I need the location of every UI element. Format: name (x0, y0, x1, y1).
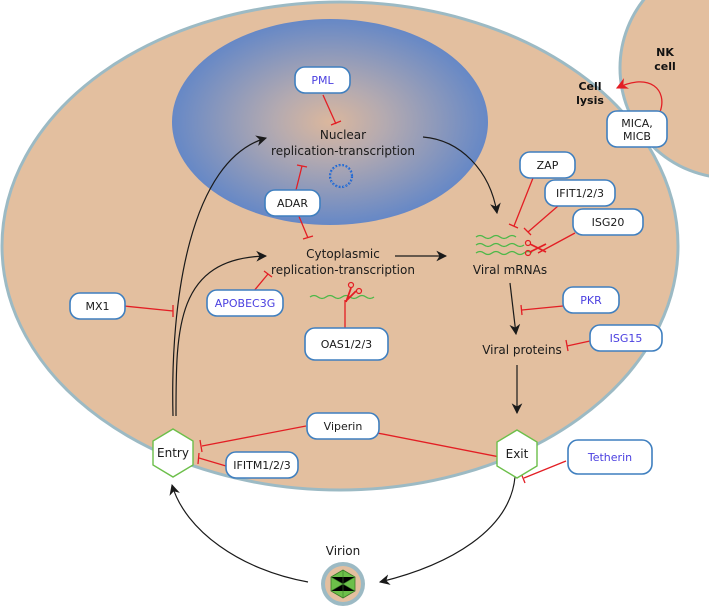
nuclear-label-2: replication-transcription (271, 144, 415, 158)
factor-label-pkr: PKR (580, 294, 602, 307)
virion-to-entry-arrow (169, 483, 309, 583)
entry-to-nuclear-arrow (172, 135, 268, 417)
factor-box-shape (606, 110, 668, 148)
factor-label-oas: OAS1/2/3 (321, 338, 372, 351)
cell-lysis-label-1: Cell (578, 80, 601, 93)
scissors-icon-oas (345, 281, 363, 303)
scissors-icon (524, 239, 547, 257)
entry-label: Entry (157, 446, 189, 460)
factor-label-viperin: Viperin (324, 420, 363, 433)
cyto-label-2: replication-transcription (271, 263, 415, 277)
factor-box-oas: OAS1/2/3 (304, 327, 389, 361)
exit-to-virion-arrow (378, 476, 516, 585)
factor-label-mica: MICA, (621, 117, 652, 130)
viral-proteins-label: Viral proteins (482, 343, 562, 357)
factor-label-apobec3g: APOBEC3G (215, 297, 276, 310)
nuclear-label-1: Nuclear (320, 128, 366, 142)
factor-box-shape (294, 66, 351, 94)
factor-box-mica: MICA,MICB (606, 110, 668, 148)
factor-label-isg15: ISG15 (610, 332, 643, 345)
factor-box-shape (225, 451, 299, 479)
factor-label-adar: ADAR (277, 197, 308, 210)
factor-box-ifitm: IFITM1/2/3 (225, 451, 299, 479)
exit-label: Exit (506, 447, 529, 461)
cell-lysis-label-2: lysis (576, 94, 604, 107)
factor-box-shape (572, 208, 644, 236)
factor-box-isg15: ISG15 (589, 324, 663, 352)
factor-label-tetherin: Tetherin (587, 451, 632, 464)
cyto-label-1: Cytoplasmic (306, 247, 380, 261)
factor-box-mx1: MX1 (69, 292, 126, 320)
factor-box-shape (304, 327, 389, 361)
factor-box-shape (562, 286, 620, 314)
factor-label-isg20: ISG20 (592, 216, 625, 229)
factor-label-ifit: IFIT1/2/3 (556, 187, 604, 200)
factor-box-shape (306, 412, 380, 440)
factor-label-ifitm: IFITM1/2/3 (233, 459, 290, 472)
factor-box-viperin: Viperin (306, 412, 380, 440)
nuclear-to-mrna-arrow (422, 136, 501, 215)
viral-mrnas-label: Viral mRNAs (473, 263, 547, 277)
factor-box-shape (519, 151, 576, 179)
mrna-to-proteins-arrow (509, 282, 521, 336)
host-cell (0, 0, 680, 492)
factor-label-mx1: MX1 (85, 300, 109, 313)
viral-genome-icon (328, 163, 354, 189)
virion-icon (321, 562, 365, 606)
factor-box-shape (567, 439, 653, 475)
factor-box-zap: ZAP (519, 151, 576, 179)
factor-box-ifit: IFIT1/2/3 (544, 179, 616, 207)
factor-box-apobec3g: APOBEC3G (206, 289, 284, 317)
nucleus (172, 19, 488, 225)
factor-box-pkr: PKR (562, 286, 620, 314)
factor-box-shape (589, 324, 663, 352)
factor-box-shape (69, 292, 126, 320)
factor-box-shape (206, 289, 284, 317)
factor-box-tetherin: Tetherin (567, 439, 653, 475)
nk-cell-label-2: cell (654, 60, 676, 73)
lysis-arrow (615, 78, 663, 113)
factor-box-pml: PML (294, 66, 351, 94)
virion-label: Virion (326, 544, 361, 558)
entry-to-cyto-arrow (175, 250, 268, 417)
factor-label-mica: MICB (623, 130, 651, 143)
factor-box-adar: ADAR (264, 189, 321, 217)
nk-cell-label-1: NK (656, 46, 674, 59)
factor-label-pml: PML (311, 74, 334, 87)
factor-box-shape (544, 179, 616, 207)
factor-label-zap: ZAP (537, 159, 559, 172)
cyto-rna-icon (309, 294, 375, 300)
factor-box-isg20: ISG20 (572, 208, 644, 236)
factor-box-shape (264, 189, 321, 217)
viral-mrna-icon (475, 234, 533, 256)
exit-node: Exit (496, 429, 538, 479)
entry-node: Entry (152, 428, 194, 478)
